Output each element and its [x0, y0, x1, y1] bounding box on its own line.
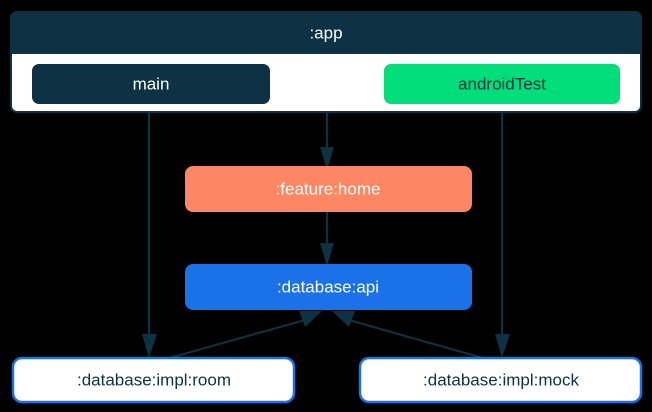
node-database-impl-room-label: :database:impl:room: [77, 370, 231, 389]
edge-line-room-api: [154, 318, 306, 364]
source-set-androidtest-box[interactable]: [384, 64, 620, 104]
edge-main-to-feature-home: [320, 112, 334, 170]
node-database-impl-mock-label: :database:impl:mock: [423, 370, 579, 389]
source-set-main[interactable]: main: [32, 64, 270, 104]
edge-feature-home-to-database-api: [320, 212, 334, 266]
node-feature-home-box[interactable]: [185, 166, 472, 212]
edge-androidtest-to-database-impl-mock: [495, 112, 510, 358]
node-database-impl-room-box[interactable]: [11, 356, 296, 404]
arrow-head-database-api: [320, 243, 334, 266]
arrow-head-api-from-mock: [332, 311, 355, 327]
source-set-androidtest[interactable]: androidTest: [384, 64, 620, 104]
node-database-impl-mock-box[interactable]: [358, 356, 643, 404]
node-database-impl-room[interactable]: :database:impl:room: [11, 356, 296, 404]
edge-line-mock-api: [348, 318, 498, 364]
edge-layer: [142, 112, 510, 364]
node-feature-home[interactable]: :feature:home: [185, 166, 472, 212]
edge-database-impl-mock-to-database-api: [332, 311, 498, 364]
node-feature-home-label: :feature:home: [276, 179, 381, 198]
arrow-head-api-from-room: [299, 311, 322, 327]
node-database-impl-mock[interactable]: :database:impl:mock: [358, 356, 643, 404]
source-set-main-label: main: [133, 74, 170, 93]
source-set-main-box[interactable]: [32, 64, 270, 104]
arrow-head-feature-home: [320, 147, 334, 170]
group-app-title: :app: [309, 23, 342, 42]
edge-database-impl-room-to-database-api: [154, 311, 322, 364]
arrow-head-mock: [495, 334, 510, 358]
node-database-api-label: :database:api: [277, 277, 379, 296]
node-database-api[interactable]: :database:api: [185, 264, 472, 310]
source-set-androidtest-label: androidTest: [458, 74, 546, 93]
group-app-header: [11, 12, 641, 54]
group-app[interactable]: :app main androidTest: [10, 11, 642, 113]
edge-main-to-database-impl-room: [142, 112, 157, 358]
node-database-api-box[interactable]: [185, 264, 472, 310]
arrow-head-room: [142, 334, 157, 358]
